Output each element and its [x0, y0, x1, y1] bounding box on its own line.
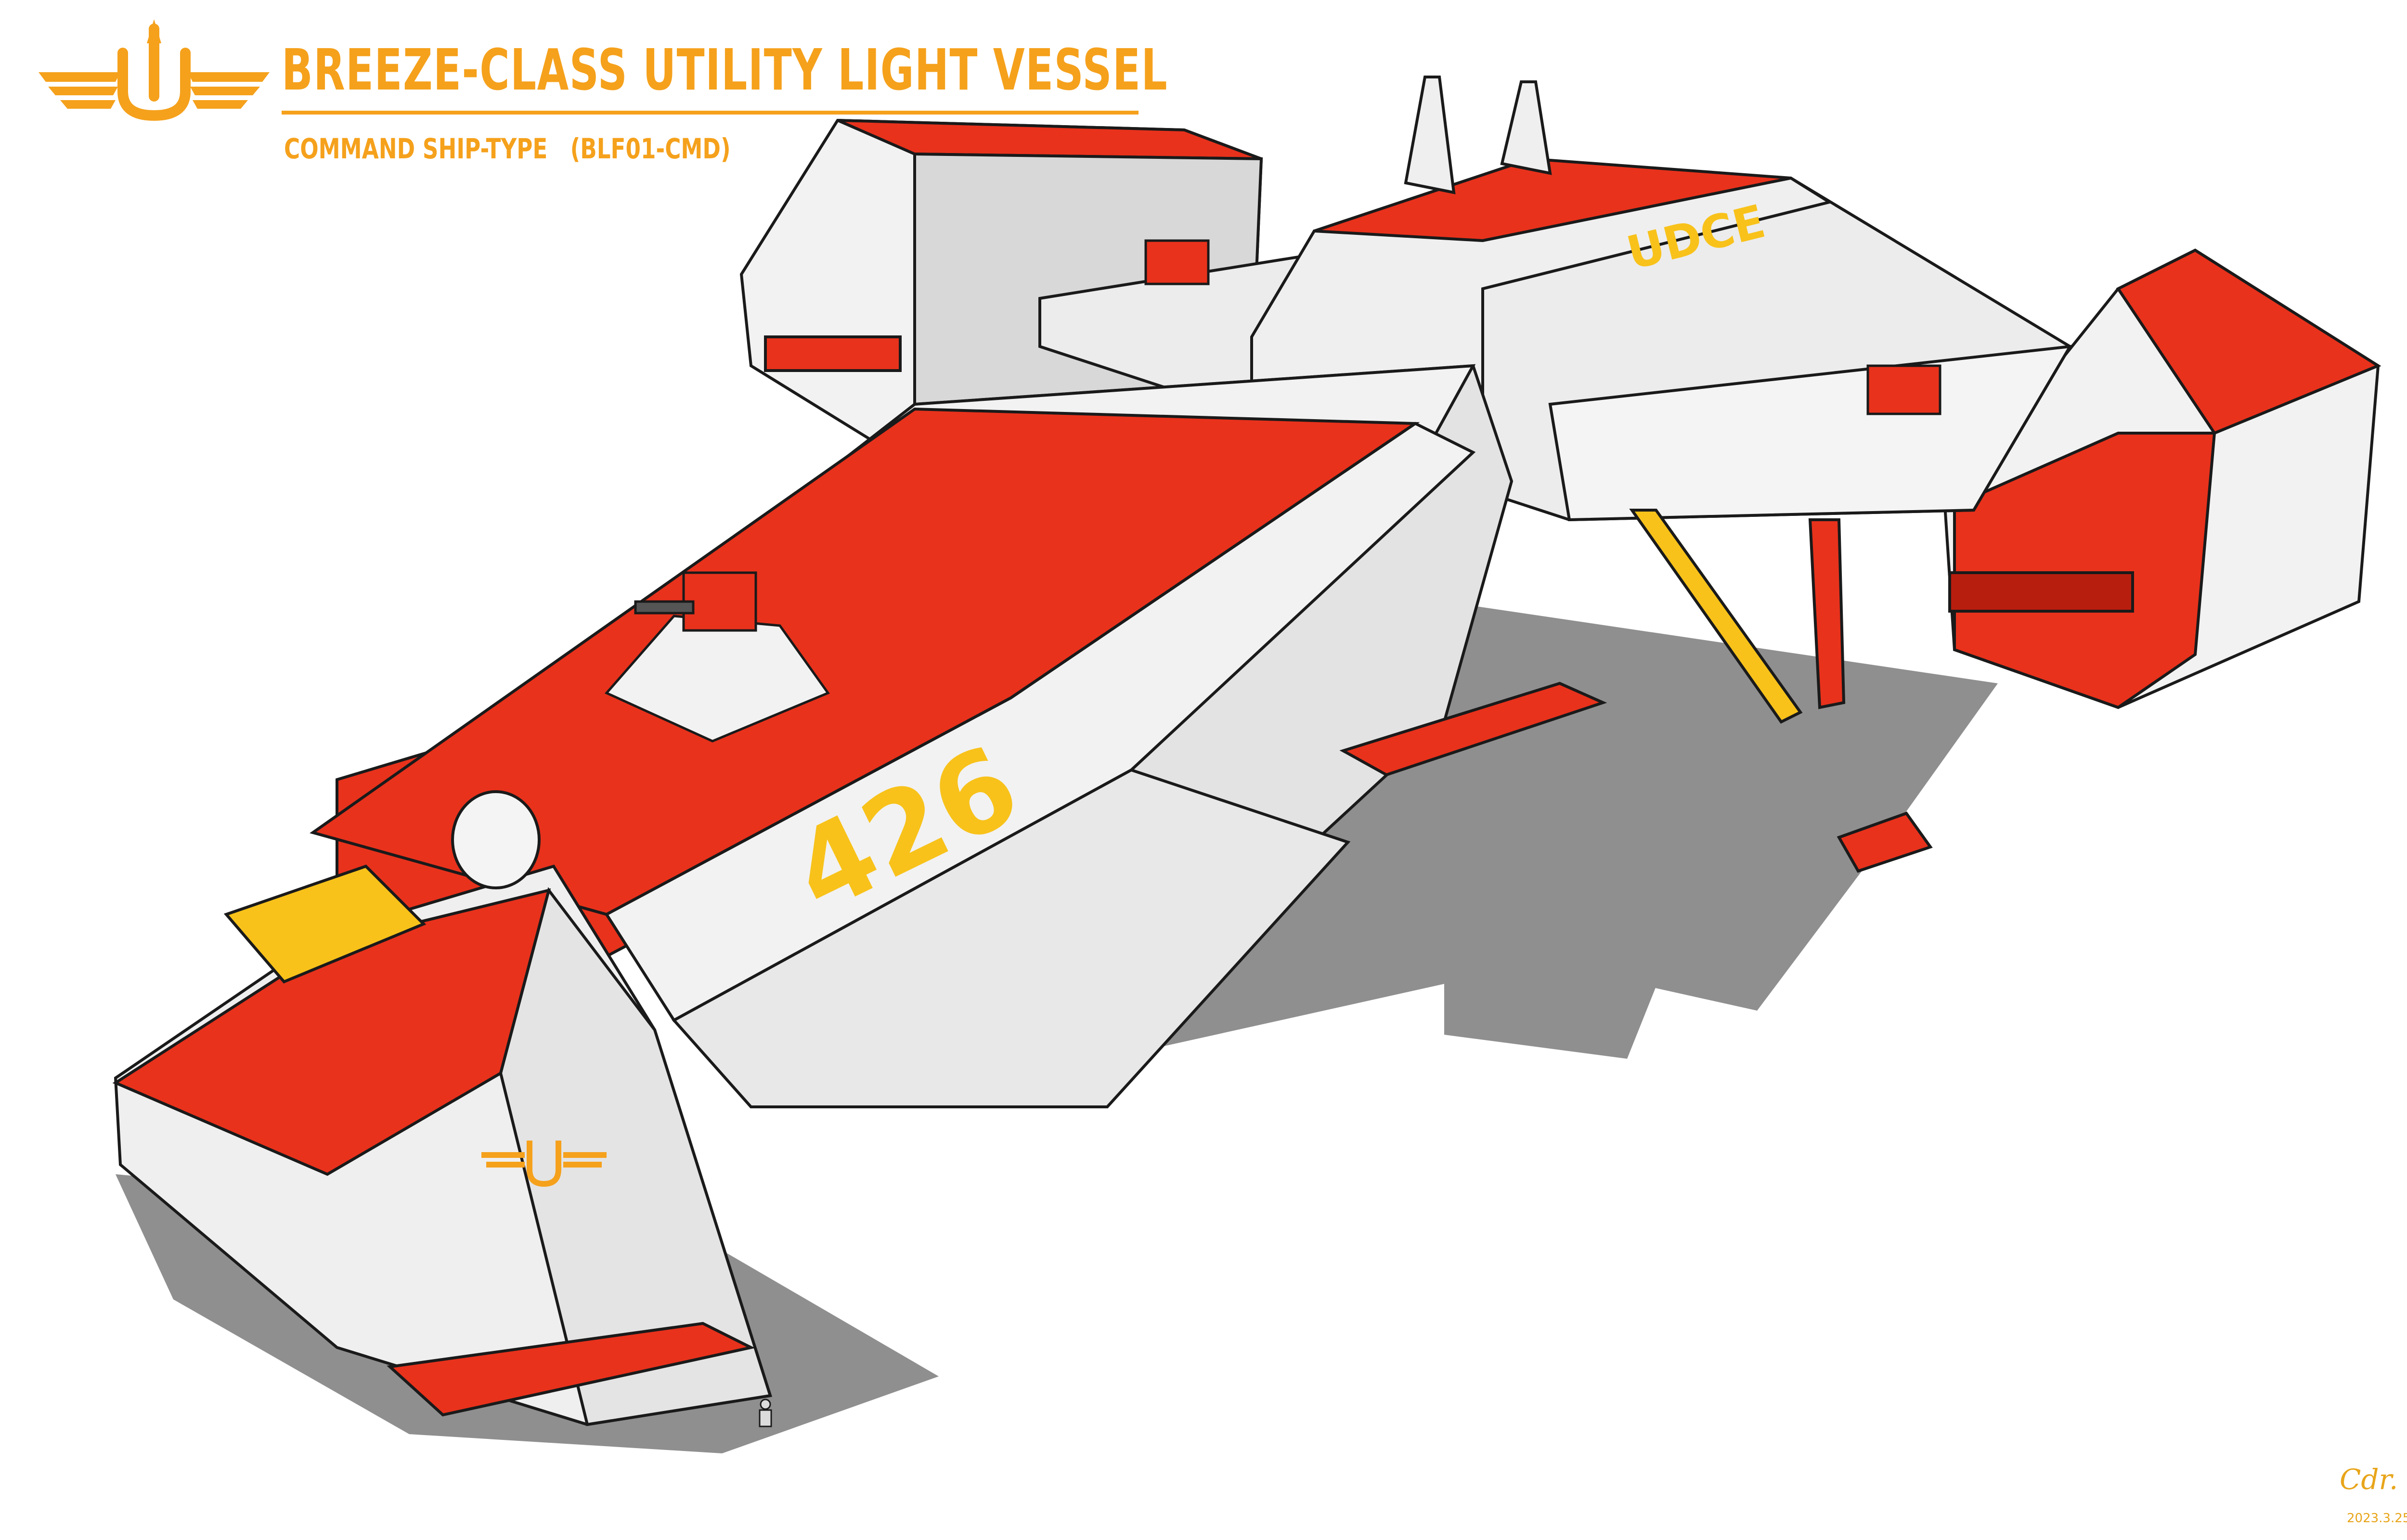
page-subtitle: COMMAND SHIP-TYPE (BLF01-CMD)	[284, 132, 731, 165]
radar-dish	[451, 790, 541, 889]
artist-signature: Cdr. Speede	[2340, 1463, 2407, 1496]
landing-gear	[387, 681, 1933, 1417]
wing-turret-right	[1866, 364, 1941, 415]
winged-emblem-icon	[39, 19, 270, 121]
wing-struts	[1629, 509, 1846, 724]
deck-turret	[604, 571, 830, 743]
signature-date: 2023.3.25	[2347, 1511, 2407, 1526]
header: BREEZE-CLASS UTILITY LIGHT VESSEL COMMAN…	[0, 0, 1167, 183]
hull-emblem-icon	[481, 1141, 607, 1187]
title-underline	[282, 111, 1139, 115]
page-title: BREEZE-CLASS UTILITY LIGHT VESSEL	[282, 37, 1168, 103]
right-wing-pod	[1943, 248, 2381, 709]
main-hull	[310, 364, 1514, 1108]
bow-section	[112, 864, 772, 1426]
wing-turret-left	[1144, 239, 1210, 285]
crew-figure	[759, 1399, 772, 1427]
